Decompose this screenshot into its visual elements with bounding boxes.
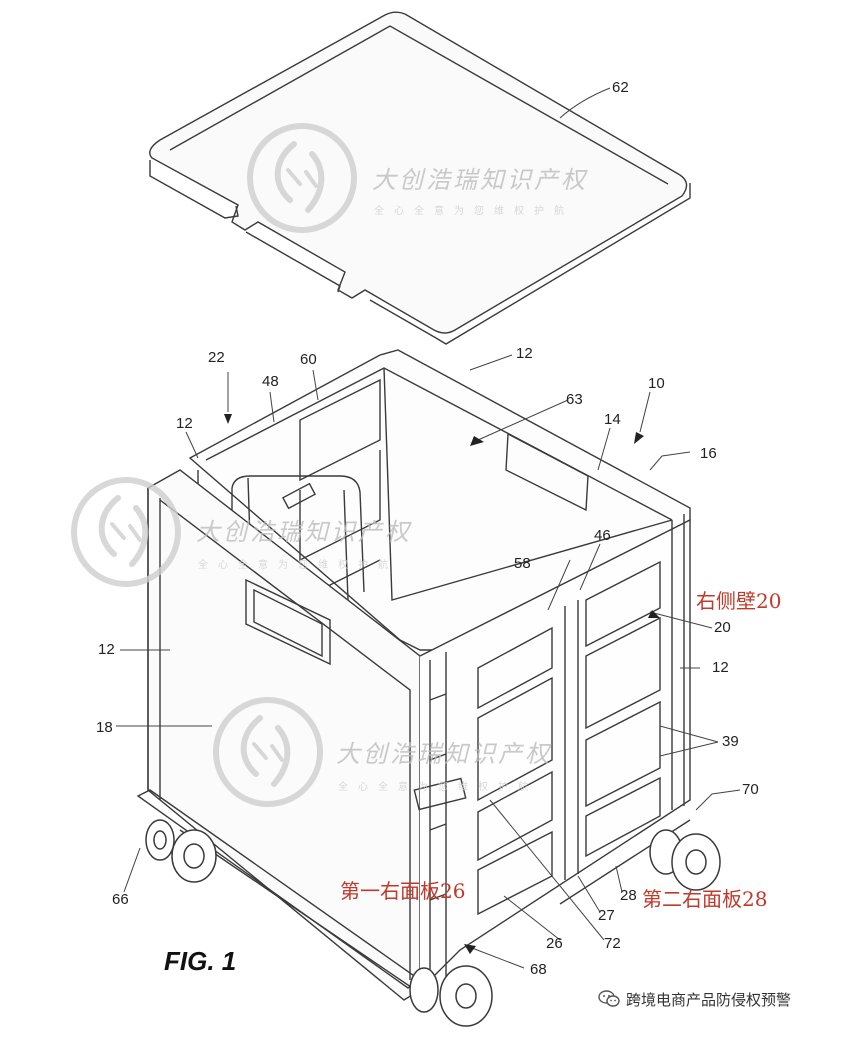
watermark-top-main: 大创浩瑞知识产权 bbox=[372, 166, 588, 194]
ref-10: 10 bbox=[648, 375, 665, 392]
ref-62: 62 bbox=[612, 79, 629, 96]
wheels-drawing bbox=[145, 819, 721, 1027]
ref-68: 68 bbox=[530, 961, 547, 978]
ref-20: 20 bbox=[714, 619, 731, 636]
ref-14: 14 bbox=[604, 411, 621, 428]
ref-66: 66 bbox=[112, 891, 129, 908]
ref-12-right: 12 bbox=[712, 659, 729, 676]
ref-18: 18 bbox=[96, 719, 113, 736]
watermark-bottom: 大创浩瑞知识产权 全心全意为您维权护航 bbox=[216, 700, 552, 804]
watermark-bottom-sub: 全心全意为您维权护航 bbox=[338, 780, 538, 793]
ref-60: 60 bbox=[300, 351, 317, 368]
leader-lines bbox=[116, 87, 741, 969]
ref-72: 72 bbox=[604, 935, 621, 952]
ref-28: 28 bbox=[620, 887, 637, 904]
watermark-bottom-main: 大创浩瑞知识产权 bbox=[336, 740, 552, 768]
ref-27: 27 bbox=[598, 907, 615, 924]
watermark-top-sub: 全心全意为您维权护航 bbox=[374, 204, 574, 217]
ref-12-left-top: 12 bbox=[176, 415, 193, 432]
ref-12-front: 12 bbox=[98, 641, 115, 658]
wechat-icon bbox=[598, 990, 620, 1007]
ref-26: 26 bbox=[546, 935, 563, 952]
watermark-top: 大创浩瑞知识产权 全心全意为您维权护航 bbox=[250, 126, 588, 230]
annotation-first-right-panel: 第一右面板26 bbox=[340, 879, 465, 903]
lid-drawing bbox=[149, 11, 691, 345]
watermark-middle-main: 大创浩瑞知识产权 bbox=[196, 518, 412, 546]
ref-12-back-top: 12 bbox=[516, 345, 533, 362]
ref-46: 46 bbox=[594, 527, 611, 544]
ref-22: 22 bbox=[208, 349, 225, 366]
ref-63: 63 bbox=[566, 391, 583, 408]
watermark-middle: 大创浩瑞知识产权 全心全意为您维权护航 bbox=[74, 480, 412, 584]
ref-48: 48 bbox=[262, 373, 279, 390]
watermark-middle-sub: 全心全意为您维权护航 bbox=[198, 558, 398, 571]
ref-39: 39 bbox=[722, 733, 739, 750]
ref-58: 58 bbox=[514, 555, 531, 572]
ref-70: 70 bbox=[742, 781, 759, 798]
reference-numerals: 62 22 60 48 12 12 63 10 14 16 58 46 20 1… bbox=[96, 79, 759, 978]
footer-account: 跨境电商产品防侵权预警 bbox=[598, 986, 838, 1012]
arrows bbox=[224, 414, 660, 954]
annotation-right-side-wall: 右侧壁20 bbox=[696, 589, 781, 613]
annotation-second-right-panel: 第二右面板28 bbox=[642, 887, 767, 911]
ref-16: 16 bbox=[700, 445, 717, 462]
account-name: 跨境电商产品防侵权预警 bbox=[626, 990, 792, 1009]
figure-title: FIG. 1 bbox=[164, 946, 236, 976]
